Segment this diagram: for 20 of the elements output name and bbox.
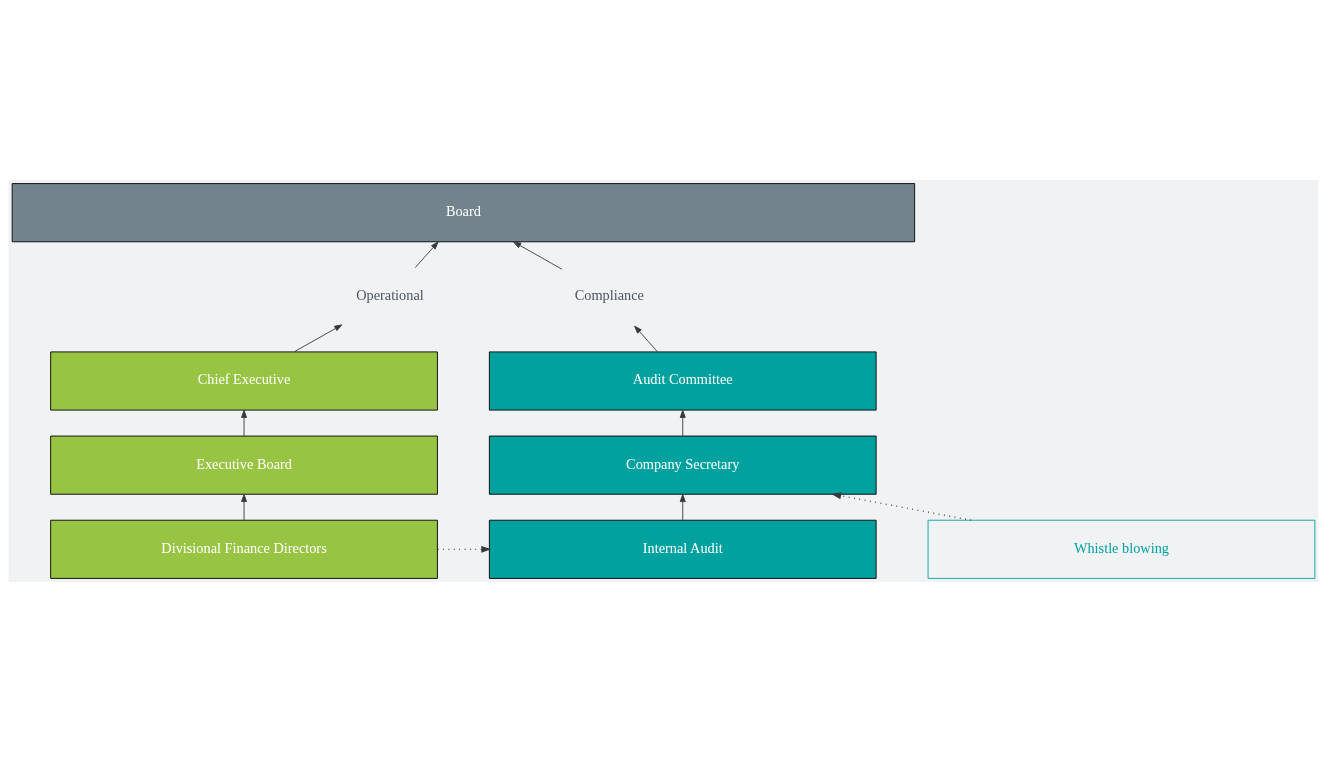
arrow [679, 409, 686, 437]
arrow [634, 325, 658, 353]
node-box: Chief Executive [50, 351, 438, 411]
arrow [241, 494, 247, 521]
arrow [831, 492, 972, 521]
node-box: Company Secretary [488, 435, 877, 495]
arrow [241, 409, 247, 437]
node-box: Audit Committee [488, 351, 877, 411]
arrow [293, 324, 343, 353]
arrow [679, 494, 686, 521]
node-box: Whistle blowing [927, 519, 1316, 579]
arrow [513, 241, 563, 270]
arrow [437, 545, 492, 553]
arrow [414, 241, 439, 269]
node-box: Divisional Finance Directors [50, 519, 438, 579]
node-box: Internal Audit [488, 519, 877, 579]
node-text: Compliance [574, 287, 644, 304]
node-box: Executive Board [50, 435, 438, 495]
node-text: Operational [356, 287, 424, 304]
node-box: Board [11, 183, 916, 243]
